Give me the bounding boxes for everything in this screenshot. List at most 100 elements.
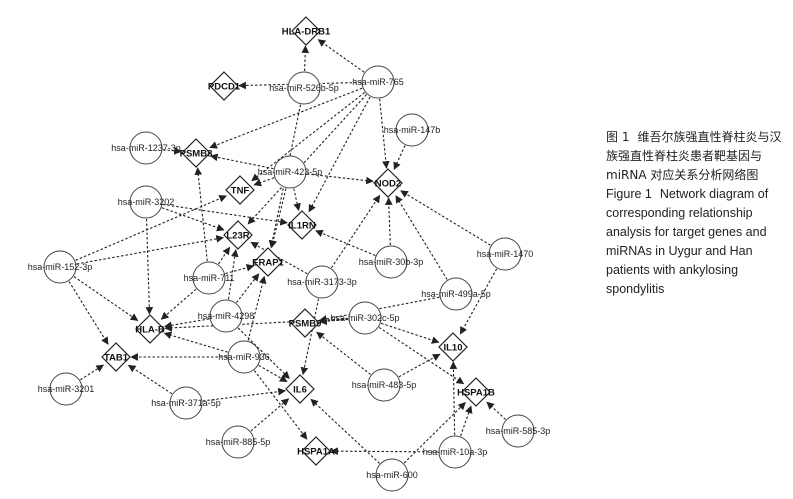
edge-hsa-miR-885-5p-to-IL6 [250,398,290,432]
mirna-circle [488,237,522,271]
mirna-circle [305,265,339,299]
gene-node-PSMB8: PSMB8 [180,138,212,168]
edge-hsa-miR-302c-5p-to-PSMB9 [319,317,349,326]
edge-hsa-miR-936-to-HLA-B [163,331,228,353]
mirna-node-hsa-miR-711: hsa-miR-711 [184,261,235,295]
gene-diamond [101,342,131,372]
mirna-circle [43,250,77,284]
mirna-node-hsa-miR-423-5p: hsa-miR-423-5p [258,155,323,189]
mirna-node-hsa-miR-302c-5p: hsa-miR-302c-5p [330,301,400,335]
mirna-circle [227,340,261,374]
mirna-circle [374,245,408,279]
gene-node-L23R: L23R [223,220,253,250]
gene-diamond [223,220,253,250]
edge-hsa-miR-765-to-L23R [247,94,367,225]
gene-diamond [301,436,331,466]
gene-diamond [253,247,283,277]
mirna-circle [129,185,163,219]
mirna-node-hsa-miR-30b-3p: hsa-miR-30b-3p [359,245,424,279]
mirna-circle [367,368,401,402]
gene-label: L23R [226,231,249,242]
gene-diamond [291,16,321,46]
edge-hsa-miR-30b-3p-to-NOD2 [384,197,393,246]
mirna-label: hsa-miR-936 [218,352,270,362]
mirna-circle [348,301,382,335]
mirna-label: hsa-miR-711 [184,273,235,283]
mirna-node-hsa-miR-1237-3p: hsa-miR-1237-3p [111,131,181,165]
mirna-label: hsa-miR-10a-3p [423,447,488,457]
gene-node-HLA-B: HLA-B [135,314,165,344]
mirna-node-hsa-miR-3201: hsa-miR-3201 [38,372,95,406]
edge-hsa-miR-600-to-HSPA1B [403,402,466,464]
mirna-label: hsa-miR-585-3p [486,426,551,436]
edge-hsa-miR-302c-5p-to-IL10 [380,322,440,344]
edge-hsa-miR-3173-3p-to-IL6 [300,298,320,376]
gene-label: HSPA1B [457,388,495,399]
edge-hsa-miR-3202-to-IL1RN [162,203,288,226]
mirna-circle [169,386,203,420]
edge-hsa-miR-3173-3p-to-NOD2 [330,194,381,269]
edge-hsa-miR-302c-5p-to-HLA-B [164,318,349,332]
mirna-label: hsa-miR-423-5p [258,167,323,177]
mirna-label: hsa-miR-3201 [38,384,95,394]
edge-hsa-miR-152-3p-to-HLA-B [73,276,139,321]
gene-diamond [209,71,239,101]
gene-label: TAB1 [104,353,129,364]
gene-label: HLA-B [135,325,165,336]
mirna-node-hsa-miR-483-5p: hsa-miR-483-5p [352,368,417,402]
edge-hsa-miR-936-to-HSPA1A [253,370,308,440]
edge-hsa-miR-1237-3p-to-PSMB8 [162,146,182,155]
mirna-node-hsa-miR-600: hsa-miR-600 [366,458,418,492]
mirna-label: hsa-miR-483-5p [352,380,417,390]
edge-hsa-miR-483-5p-to-PSMB9 [316,331,371,375]
mirna-label: hsa-miR-30b-3p [359,257,424,267]
edge-hsa-miR-765-to-PDCD1 [238,81,362,90]
gene-label: IL10 [443,343,462,354]
gene-label: HSPA1A [297,447,335,458]
gene-node-TNF: TNF [225,175,255,205]
edge-hsa-miR-423-5p-to-TNF [253,177,275,187]
caption-cn-text: 维吾尔族强直性脊柱炎与汉族强直性脊柱炎患者靶基因与 miRNA 对应关系分析网络… [606,130,782,182]
edge-hsa-miR-1470-to-IL10 [459,268,498,335]
gene-node-NOD2: NOD2 [373,168,403,198]
mirna-node-hsa-miR-152-3p: hsa-miR-152-3p [28,250,92,284]
mirna-node-hsa-miR-1470: hsa-miR-1470 [477,237,533,271]
mirna-label: hsa-miR-1237-3p [111,143,181,153]
mirna-label: hsa-miR-302c-5p [330,313,399,323]
edge-hsa-miR-152-3p-to-L23R [76,235,224,265]
edge-hsa-miR-526b-5p-to-HLA-DRB1 [301,45,310,72]
edge-hsa-miR-4298-to-ERAP1 [236,273,260,303]
edge-hsa-miR-711-to-L23R [218,246,231,265]
mirna-node-hsa-miR-10a-3p: hsa-miR-10a-3p [423,435,488,469]
gene-diamond [285,374,315,404]
gene-label: IL1RN [288,221,316,232]
gene-diamond [181,138,211,168]
edge-hsa-miR-3202-to-L23R [161,207,225,232]
mirna-label: hsa-miR-499a-5p [421,289,491,299]
mirna-circle [273,155,307,189]
edge-hsa-miR-499a-5p-to-NOD2 [395,195,448,280]
gene-node-PDCD1: PDCD1 [208,71,241,101]
gene-diamond [287,210,317,240]
edge-hsa-miR-10a-3p-to-IL10 [449,361,458,436]
gene-diamond [135,314,165,344]
mirna-circle [209,299,243,333]
mirna-label: hsa-miR-3173-3p [287,277,357,287]
gene-label: ERAP1 [252,258,284,269]
edge-hsa-miR-371a-5p-to-TAB1 [127,364,173,395]
edge-hsa-miR-302c-5p-to-HSPA1B [378,326,465,385]
gene-node-TAB1: TAB1 [101,342,131,372]
edge-hsa-miR-936-to-ERAP1 [247,275,267,341]
gene-label: NOD2 [375,179,401,190]
caption-en-title: Figure 1 [606,187,652,201]
mirna-circle [395,113,429,147]
gene-node-HSPA1A: HSPA1A [297,436,335,466]
gene-node-IL10: IL10 [438,332,468,362]
edge-hsa-miR-4298-to-L23R [227,249,239,300]
edge-hsa-miR-765-to-TNF [251,92,365,182]
edge-hsa-miR-30b-3p-to-IL1RN [315,229,376,256]
gene-diamond [438,332,468,362]
gene-node-PSMB9: PSMB9 [289,308,321,338]
edge-hsa-miR-147b-to-NOD2 [393,145,406,171]
edge-hsa-miR-4298-to-IL6 [237,327,290,380]
